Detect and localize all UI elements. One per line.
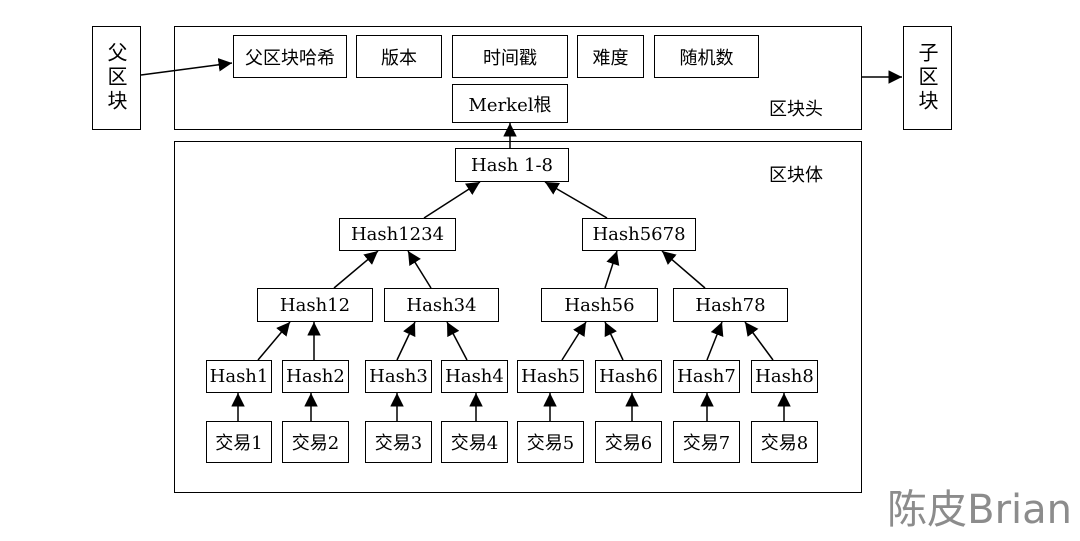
- transaction-7: 交易7: [673, 421, 740, 463]
- parent-hash-field: 父区块哈希: [233, 35, 347, 78]
- child-block: 子区块: [903, 26, 952, 130]
- watermark: 陈皮Brian: [887, 487, 1072, 533]
- arrow-hash78-to-hash5678: [661, 250, 706, 289]
- hash-78: Hash78: [673, 288, 788, 322]
- nonce-field: 随机数: [654, 35, 759, 78]
- arrow-hash8-to-hash78: [744, 321, 774, 361]
- block-body-label: 区块体: [769, 165, 823, 186]
- merkel-root-field: Merkel根: [452, 84, 568, 123]
- transaction-8: 交易8: [751, 421, 818, 463]
- version-field: 版本: [356, 35, 442, 78]
- transaction-4: 交易4: [441, 421, 508, 463]
- hash-4: Hash4: [441, 360, 508, 393]
- block-body-frame: [174, 141, 862, 493]
- hash-34: Hash34: [384, 288, 499, 322]
- transaction-5: 交易5: [517, 421, 584, 463]
- timestamp-field: 时间戳: [452, 35, 568, 78]
- arrow-hash12-to-hash1234: [333, 250, 379, 289]
- hash-8: Hash8: [751, 360, 818, 393]
- arrow-hash4-to-hash34: [446, 321, 468, 361]
- hash-1234: Hash1234: [339, 218, 456, 251]
- hash-1: Hash1: [206, 360, 272, 393]
- transaction-2: 交易2: [282, 421, 349, 463]
- transaction-6: 交易6: [595, 421, 662, 463]
- hash-12: Hash12: [257, 288, 373, 322]
- hash-5: Hash5: [517, 360, 584, 393]
- arrow-hash7-to-hash78: [706, 321, 724, 361]
- hash-5678: Hash5678: [582, 218, 696, 251]
- arrow-hash6-to-hash56: [604, 321, 624, 361]
- difficulty-field: 难度: [577, 35, 644, 78]
- arrow-hash34-to-hash1234: [407, 250, 432, 289]
- parent-block: 父区块: [92, 26, 141, 130]
- arrow-hash56-to-hash5678: [604, 250, 620, 289]
- arrow-hash3-to-hash34: [396, 321, 416, 361]
- arrow-parent-to-hash: [140, 58, 233, 76]
- block-header-frame: [174, 26, 862, 130]
- arrow-hash1234-to-root: [423, 181, 481, 219]
- arrow-hash5678-to-root: [544, 181, 608, 219]
- hash-7: Hash7: [673, 360, 740, 393]
- arrow-hash1-to-hash12: [257, 321, 291, 361]
- hash-2: Hash2: [282, 360, 349, 393]
- hash-56: Hash56: [541, 288, 658, 322]
- transaction-3: 交易3: [365, 421, 432, 463]
- hash-6: Hash6: [595, 360, 662, 393]
- block-header-label: 区块头: [769, 99, 823, 120]
- transaction-1: 交易1: [206, 421, 272, 463]
- hash-3: Hash3: [365, 360, 432, 393]
- hash-root: Hash 1-8: [455, 148, 569, 182]
- arrow-hash5-to-hash56: [561, 321, 587, 361]
